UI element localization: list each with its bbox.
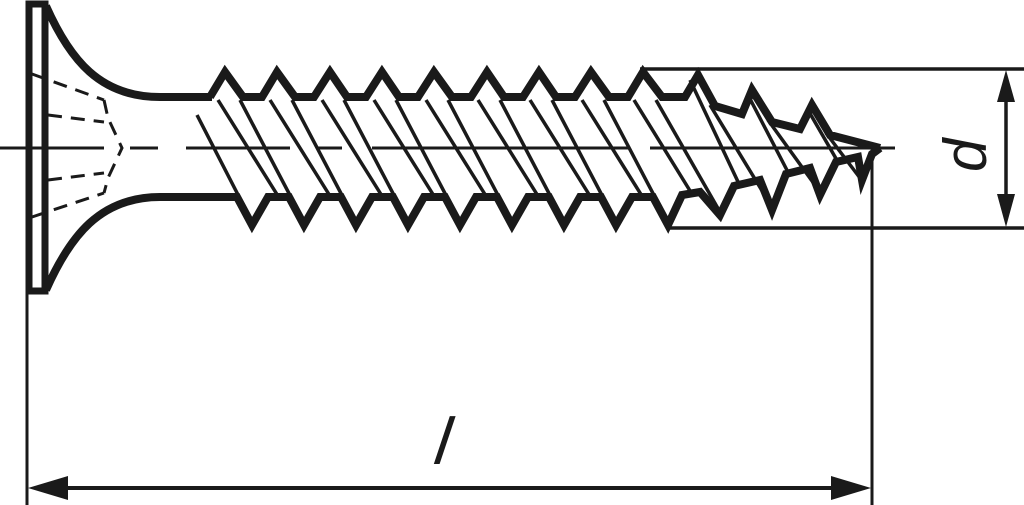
recess-hidden-lines (31, 72, 124, 219)
diameter-dimension (640, 67, 1024, 230)
thread-helix-lines (195, 79, 862, 223)
diameter-label: d (932, 138, 999, 172)
thread-bottom-profile (212, 144, 883, 234)
length-dimension (25, 152, 874, 505)
thread-top-profile (206, 64, 882, 152)
